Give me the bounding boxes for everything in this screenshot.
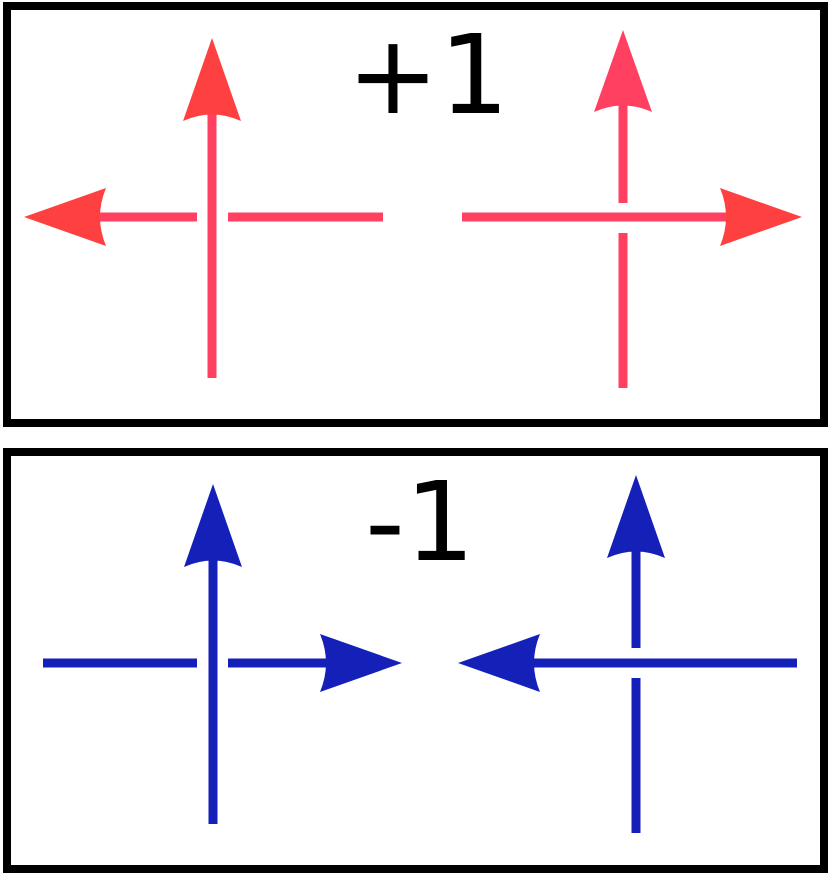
- arrowhead-up-icon: [183, 38, 241, 121]
- arrowhead-left-icon: [24, 188, 106, 246]
- panel-positive-label: +1: [347, 11, 509, 139]
- crossing-positive-right: [462, 30, 802, 388]
- panel-negative-label: -1: [365, 458, 475, 586]
- arrowhead-left-icon: [458, 634, 540, 692]
- panel-positive: +1: [3, 2, 828, 427]
- arrowhead-up-icon: [184, 484, 242, 567]
- arrowhead-right-icon: [720, 188, 802, 246]
- arrowhead-up-icon: [594, 30, 652, 112]
- arrowhead-right-icon: [320, 634, 402, 692]
- crossing-negative-left: [43, 484, 402, 824]
- crossing-negative-right: [458, 475, 797, 833]
- crossing-positive-left: [24, 38, 383, 378]
- panel-negative: -1: [3, 448, 828, 873]
- arrowhead-up-icon: [607, 475, 665, 558]
